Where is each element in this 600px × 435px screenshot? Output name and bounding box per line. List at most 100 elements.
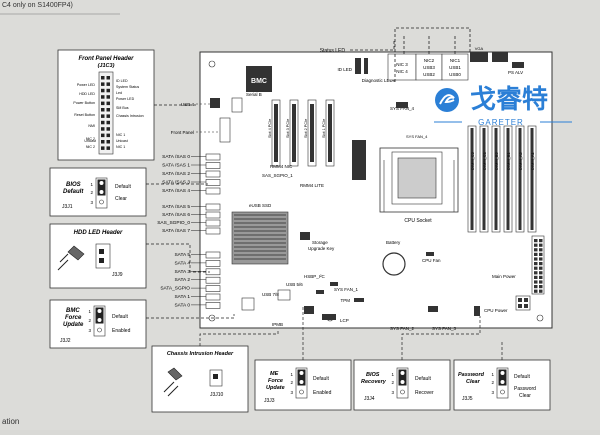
main-power-pin bbox=[539, 239, 543, 243]
bios-default-title2: Default bbox=[63, 189, 84, 195]
pcie-slot: Slot 2 PCIe bbox=[304, 99, 317, 167]
status-led bbox=[355, 58, 361, 74]
storage-key bbox=[300, 232, 310, 240]
front-panel-pin bbox=[106, 140, 110, 144]
esusb-label: eUSB SSD bbox=[249, 203, 272, 208]
main-power-pin bbox=[539, 252, 543, 256]
svg-text:USB 4: USB 4 bbox=[181, 102, 195, 107]
svg-text:3: 3 bbox=[290, 390, 293, 395]
main-power-pin bbox=[534, 252, 538, 256]
svg-text:USB 7/8: USB 7/8 bbox=[262, 292, 279, 297]
bios-default-opt1: Default bbox=[115, 184, 131, 190]
mainboard: Status LED ID LED Diagnostic LEDs NIC 3 … bbox=[171, 27, 553, 331]
svg-text:Password: Password bbox=[458, 372, 485, 378]
svg-text:Chassis Intrusion Header: Chassis Intrusion Header bbox=[167, 351, 234, 357]
bmc-force-box: BMC Force Update J3J2 1 2 3 Default Enab… bbox=[49, 299, 147, 349]
front-panel-right-label: Led bbox=[116, 91, 122, 95]
sata-port-label: SATA /SAS 1 bbox=[162, 163, 190, 169]
main-power-pin bbox=[534, 280, 538, 284]
front-panel-left-label: Power LED bbox=[77, 83, 96, 87]
front-panel-pin bbox=[106, 133, 110, 138]
svg-text:Default: Default bbox=[112, 314, 128, 320]
svg-text:SYS FAN_1: SYS FAN_1 bbox=[334, 287, 359, 292]
hdd-led-header-box: HDD LED Header J3J9 bbox=[49, 223, 147, 289]
storage-label: Storage bbox=[312, 240, 328, 245]
main-power-pin bbox=[534, 271, 538, 275]
pcie-slot-label: Slot 4 PCIe bbox=[268, 119, 272, 138]
gareter-watermark: 戈睿特 GARETER bbox=[434, 84, 572, 127]
rmm4-nic-label: RMM4 NIC bbox=[270, 164, 293, 169]
svg-text:Main Power: Main Power bbox=[492, 274, 516, 279]
nic34-port bbox=[387, 53, 417, 81]
watermark-cn: 戈睿特 bbox=[470, 84, 548, 114]
svg-text:Enabled: Enabled bbox=[112, 328, 131, 334]
svg-text:USB1: USB1 bbox=[449, 65, 461, 70]
main-power-pin bbox=[534, 243, 538, 247]
dimm-slot: DIMM_C1 bbox=[479, 125, 489, 233]
svg-text:Clear: Clear bbox=[466, 379, 481, 385]
chassis-plug-icon bbox=[167, 367, 183, 381]
chipset-heatsink bbox=[231, 211, 289, 265]
front-panel-pin bbox=[101, 127, 105, 131]
front-panel-pin bbox=[101, 146, 105, 150]
bios-default-id: J3J1 bbox=[62, 204, 73, 210]
sata-port bbox=[205, 211, 221, 219]
dimm-slot-label: DIMM_B2 bbox=[494, 151, 499, 170]
svg-text:NIC1: NIC1 bbox=[450, 58, 461, 63]
pcie-slot-small bbox=[352, 140, 366, 180]
svg-text:USB2: USB2 bbox=[423, 72, 435, 77]
front-panel-left-label: Reset Button bbox=[74, 113, 95, 117]
dimm-slot: DIMM_A2 bbox=[515, 125, 525, 233]
led-plug-icon bbox=[67, 245, 85, 261]
svg-text:3: 3 bbox=[491, 390, 494, 395]
svg-text:USB 5/6: USB 5/6 bbox=[286, 282, 303, 287]
sata-port bbox=[205, 203, 221, 211]
front-panel-pin bbox=[101, 120, 105, 125]
dimm-slot-label: DIMM_A2 bbox=[518, 151, 523, 170]
svg-text:1: 1 bbox=[88, 309, 91, 314]
svg-text:1: 1 bbox=[90, 182, 93, 187]
svg-text:USB3: USB3 bbox=[423, 65, 435, 70]
pcie-slot: Slot 3 PCIe bbox=[286, 99, 299, 167]
main-power-pin bbox=[534, 266, 538, 270]
svg-text:NIC 3: NIC 3 bbox=[396, 62, 408, 67]
svg-text:Default: Default bbox=[415, 376, 431, 382]
sata-port-label: SATA 4 bbox=[174, 260, 190, 266]
front-panel-pin bbox=[106, 88, 110, 93]
sata-port-label: SATA /SAS 7 bbox=[162, 228, 190, 234]
sata-port-label: SATA /SAS 2 bbox=[162, 171, 190, 177]
front-panel-connector bbox=[98, 71, 114, 155]
svg-text:Force: Force bbox=[268, 378, 283, 384]
pcie-slot-label: Slot 2 PCIe bbox=[304, 119, 308, 138]
diag-led bbox=[364, 58, 368, 74]
sata-port bbox=[205, 251, 221, 259]
svg-text:SYS FAN_4: SYS FAN_4 bbox=[406, 134, 428, 139]
svg-text:J3J10: J3J10 bbox=[210, 392, 224, 398]
svg-text:Force: Force bbox=[65, 315, 82, 321]
front-panel-pin bbox=[101, 108, 105, 112]
dimm-slot: DIMM_A1 bbox=[527, 125, 537, 233]
rmm4-lite-label: RMM4 LITE bbox=[300, 183, 324, 188]
svg-text:Enabled: Enabled bbox=[313, 390, 332, 396]
sata-port-label: SATA /SAS 4 bbox=[162, 188, 190, 194]
front-panel-pin bbox=[106, 108, 110, 112]
front-panel-pin bbox=[101, 76, 105, 80]
svg-text:Default: Default bbox=[514, 374, 530, 380]
serial-b-label: Serial B bbox=[246, 92, 262, 97]
main-power-pin bbox=[539, 262, 543, 266]
front-panel-pin bbox=[101, 101, 105, 106]
bios-default-opt2: Clear bbox=[115, 196, 127, 202]
main-power-pin bbox=[539, 271, 543, 275]
serial-b-header bbox=[231, 97, 243, 113]
front-panel-pin bbox=[101, 114, 105, 118]
svg-text:3: 3 bbox=[88, 328, 91, 333]
sas-sgpio1-label: SAS_SGPIO_1 bbox=[262, 173, 293, 178]
svg-text:VGA: VGA bbox=[475, 46, 484, 51]
main-power-pin bbox=[539, 275, 543, 279]
sata-port-label: SATA 0 bbox=[174, 302, 190, 308]
svg-text:1: 1 bbox=[491, 372, 494, 377]
pcie-slot-label: Slot 1 PCIe bbox=[322, 119, 326, 138]
diag-led-label: Diagnostic LEDs bbox=[362, 78, 396, 83]
dimm-slot-label: DIMM_C2 bbox=[470, 151, 475, 170]
